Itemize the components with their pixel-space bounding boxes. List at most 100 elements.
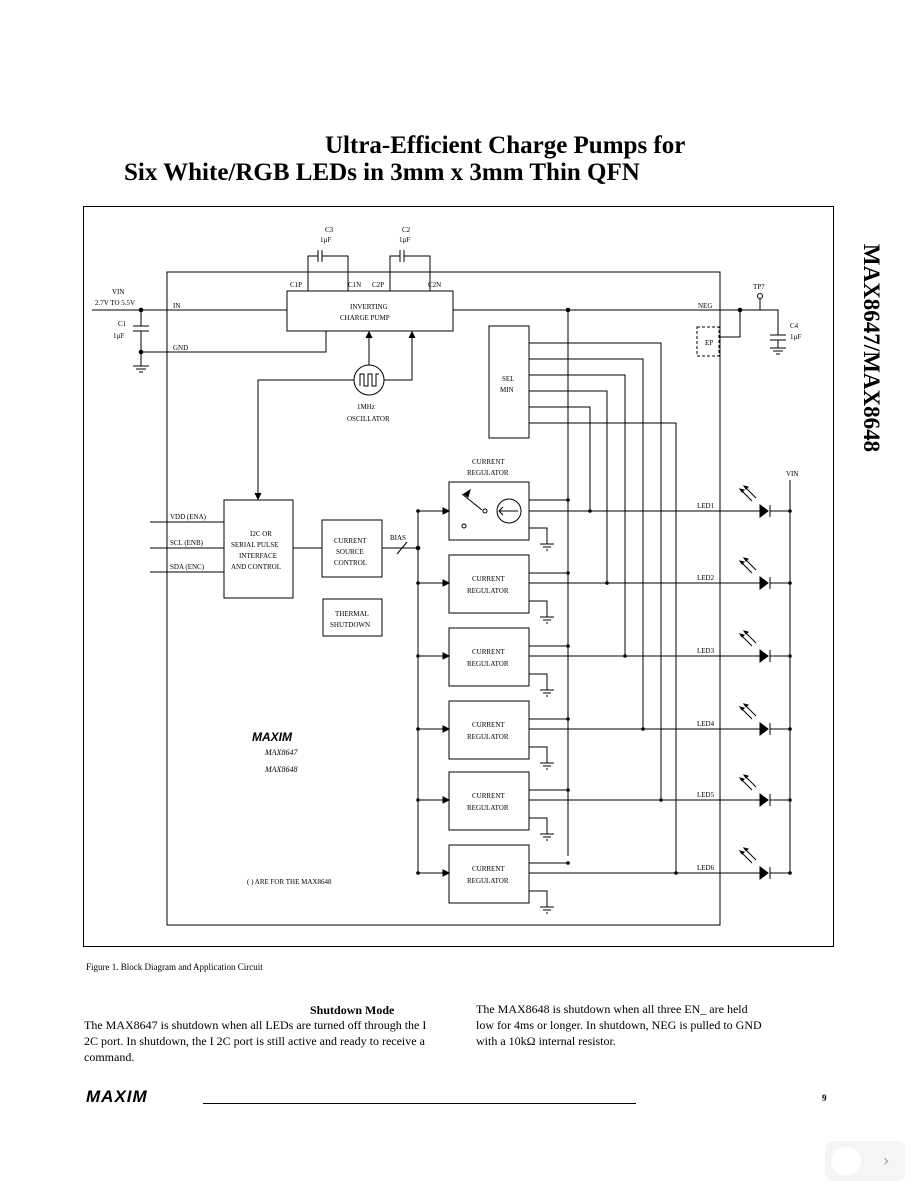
next-page-icon[interactable]: ›	[883, 1151, 890, 1170]
bias-node-3	[416, 654, 420, 658]
neg-node-3	[566, 644, 570, 648]
charge-pump-block	[286, 290, 454, 332]
thermal-shutdown-block	[322, 598, 383, 637]
reg1-title-l1: CURRENT	[472, 458, 505, 466]
iface-l1: I2C OR	[250, 530, 272, 538]
vin-node-4	[788, 727, 792, 731]
paragraph-max8647: The MAX8647 is shutdown when all LEDs ar…	[84, 1018, 427, 1064]
reg5-l1: CURRENT	[472, 792, 505, 800]
led-label-6: LED6	[697, 864, 715, 872]
scl-pin: SCL (ENB)	[170, 539, 204, 547]
note-text: ( ) ARE FOR THE MAX8648	[247, 878, 332, 886]
gnd-pin: GND	[173, 344, 188, 352]
current-regulator-6	[448, 844, 530, 904]
sel-min-block	[488, 325, 530, 439]
viewer-logo-icon[interactable]	[831, 1147, 861, 1175]
ts-l2: SHUTDOWN	[330, 621, 370, 629]
ts-l1: THERMAL	[335, 610, 369, 618]
reg6-l2: REGULATOR	[467, 877, 509, 885]
c3-value: 1µF	[320, 236, 332, 244]
iface-l3: INTERFACE	[239, 552, 277, 560]
c2-label: C2	[402, 226, 411, 234]
vin-node-6	[788, 871, 792, 875]
current-regulator-5	[448, 771, 530, 831]
ic-outline	[166, 271, 721, 926]
led-label-3: LED3	[697, 647, 715, 655]
figure-frame	[83, 206, 834, 947]
current-regulator-4	[448, 700, 530, 760]
vdd-pin: VDD (ENA)	[170, 513, 207, 521]
oscillator-symbol	[353, 364, 385, 396]
vin-range: 2.7V TO 5.5V	[95, 299, 135, 307]
sel-node-6	[674, 871, 678, 875]
ep-label: EP	[705, 339, 713, 347]
current-source-control-block	[321, 519, 383, 578]
c1-value: 1µF	[113, 332, 125, 340]
footer-logo: MAXIM	[86, 1087, 148, 1106]
neg-node-5	[566, 788, 570, 792]
paragraph-max8648: The MAX8648 is shutdown when all three E…	[476, 1002, 762, 1048]
ic-logo: MAXIM	[252, 730, 293, 744]
neg-node-2	[566, 571, 570, 575]
interface-block	[223, 499, 294, 599]
sda-pin: SDA (ENC)	[170, 563, 205, 571]
c1-label: C1	[118, 320, 127, 328]
vin-node-3	[788, 654, 792, 658]
c4-value: 1µF	[790, 333, 802, 341]
viewer-widget[interactable]: ›	[825, 1141, 905, 1181]
sel-node-3	[623, 654, 627, 658]
led-label-5: LED5	[697, 791, 715, 799]
iface-l4: AND CONTROL	[231, 563, 281, 571]
c3-label: C3	[325, 226, 334, 234]
tp7-label: TP7	[753, 283, 765, 291]
sel-node-4	[641, 727, 645, 731]
csc-l3: CONTROL	[334, 559, 367, 567]
csc-l2: SOURCE	[336, 548, 364, 556]
reg2-l1: CURRENT	[472, 575, 505, 583]
part-max8648: MAX8648	[264, 765, 297, 774]
ep-pad	[696, 326, 720, 357]
vin-right: VIN	[786, 470, 798, 478]
led-label-4: LED4	[697, 720, 715, 728]
sel-l2: MIN	[500, 386, 514, 394]
bias-node-5	[416, 798, 420, 802]
vin-label: VIN	[112, 288, 124, 296]
c1p-pin: C1P	[290, 281, 302, 289]
charge-pump-l1: INVERTING	[350, 303, 388, 311]
shutdown-heading: Shutdown Mode	[310, 1003, 395, 1017]
title-line-1: Ultra-Efficient Charge Pumps for	[325, 132, 686, 159]
iface-l2: SERIAL PULSE	[231, 541, 278, 549]
sel-node-1	[588, 509, 592, 513]
osc-l1: 1MHz	[357, 403, 375, 411]
vin-node-2	[788, 581, 792, 585]
sel-node-2	[605, 581, 609, 585]
c4-label: C4	[790, 322, 799, 330]
c2p-pin: C2P	[372, 281, 384, 289]
page-number: 9	[822, 1093, 827, 1103]
reg2-l2: REGULATOR	[467, 587, 509, 595]
c2-value: 1µF	[399, 236, 411, 244]
charge-pump-l2: CHARGE PUMP	[340, 314, 390, 322]
reg6-l1: CURRENT	[472, 865, 505, 873]
bias-label: BIAS	[390, 534, 406, 542]
figure-caption: Figure 1. Block Diagram and Application …	[86, 962, 263, 972]
csc-l1: CURRENT	[334, 537, 367, 545]
part-max8647: MAX8647	[264, 748, 298, 757]
reg3-l1: CURRENT	[472, 648, 505, 656]
reg4-l1: CURRENT	[472, 721, 505, 729]
led-label-1: LED1	[697, 502, 715, 510]
reg1-title-l2: REGULATOR	[467, 469, 509, 477]
bias-node-4	[416, 727, 420, 731]
in-pin: IN	[173, 302, 180, 310]
reg4-l2: REGULATOR	[467, 733, 509, 741]
sel-node-5	[659, 798, 663, 802]
current-regulator-2	[448, 554, 530, 614]
reg3-l2: REGULATOR	[467, 660, 509, 668]
reg5-l2: REGULATOR	[467, 804, 509, 812]
footer-rule	[203, 1103, 636, 1104]
neg-pin: NEG	[698, 302, 712, 310]
current-regulator-3	[448, 627, 530, 687]
led-label-2: LED2	[697, 574, 715, 582]
c1n-pin: C1N	[348, 281, 361, 289]
title-line-2: Six White/RGB LEDs in 3mm x 3mm Thin QFN	[124, 159, 640, 186]
